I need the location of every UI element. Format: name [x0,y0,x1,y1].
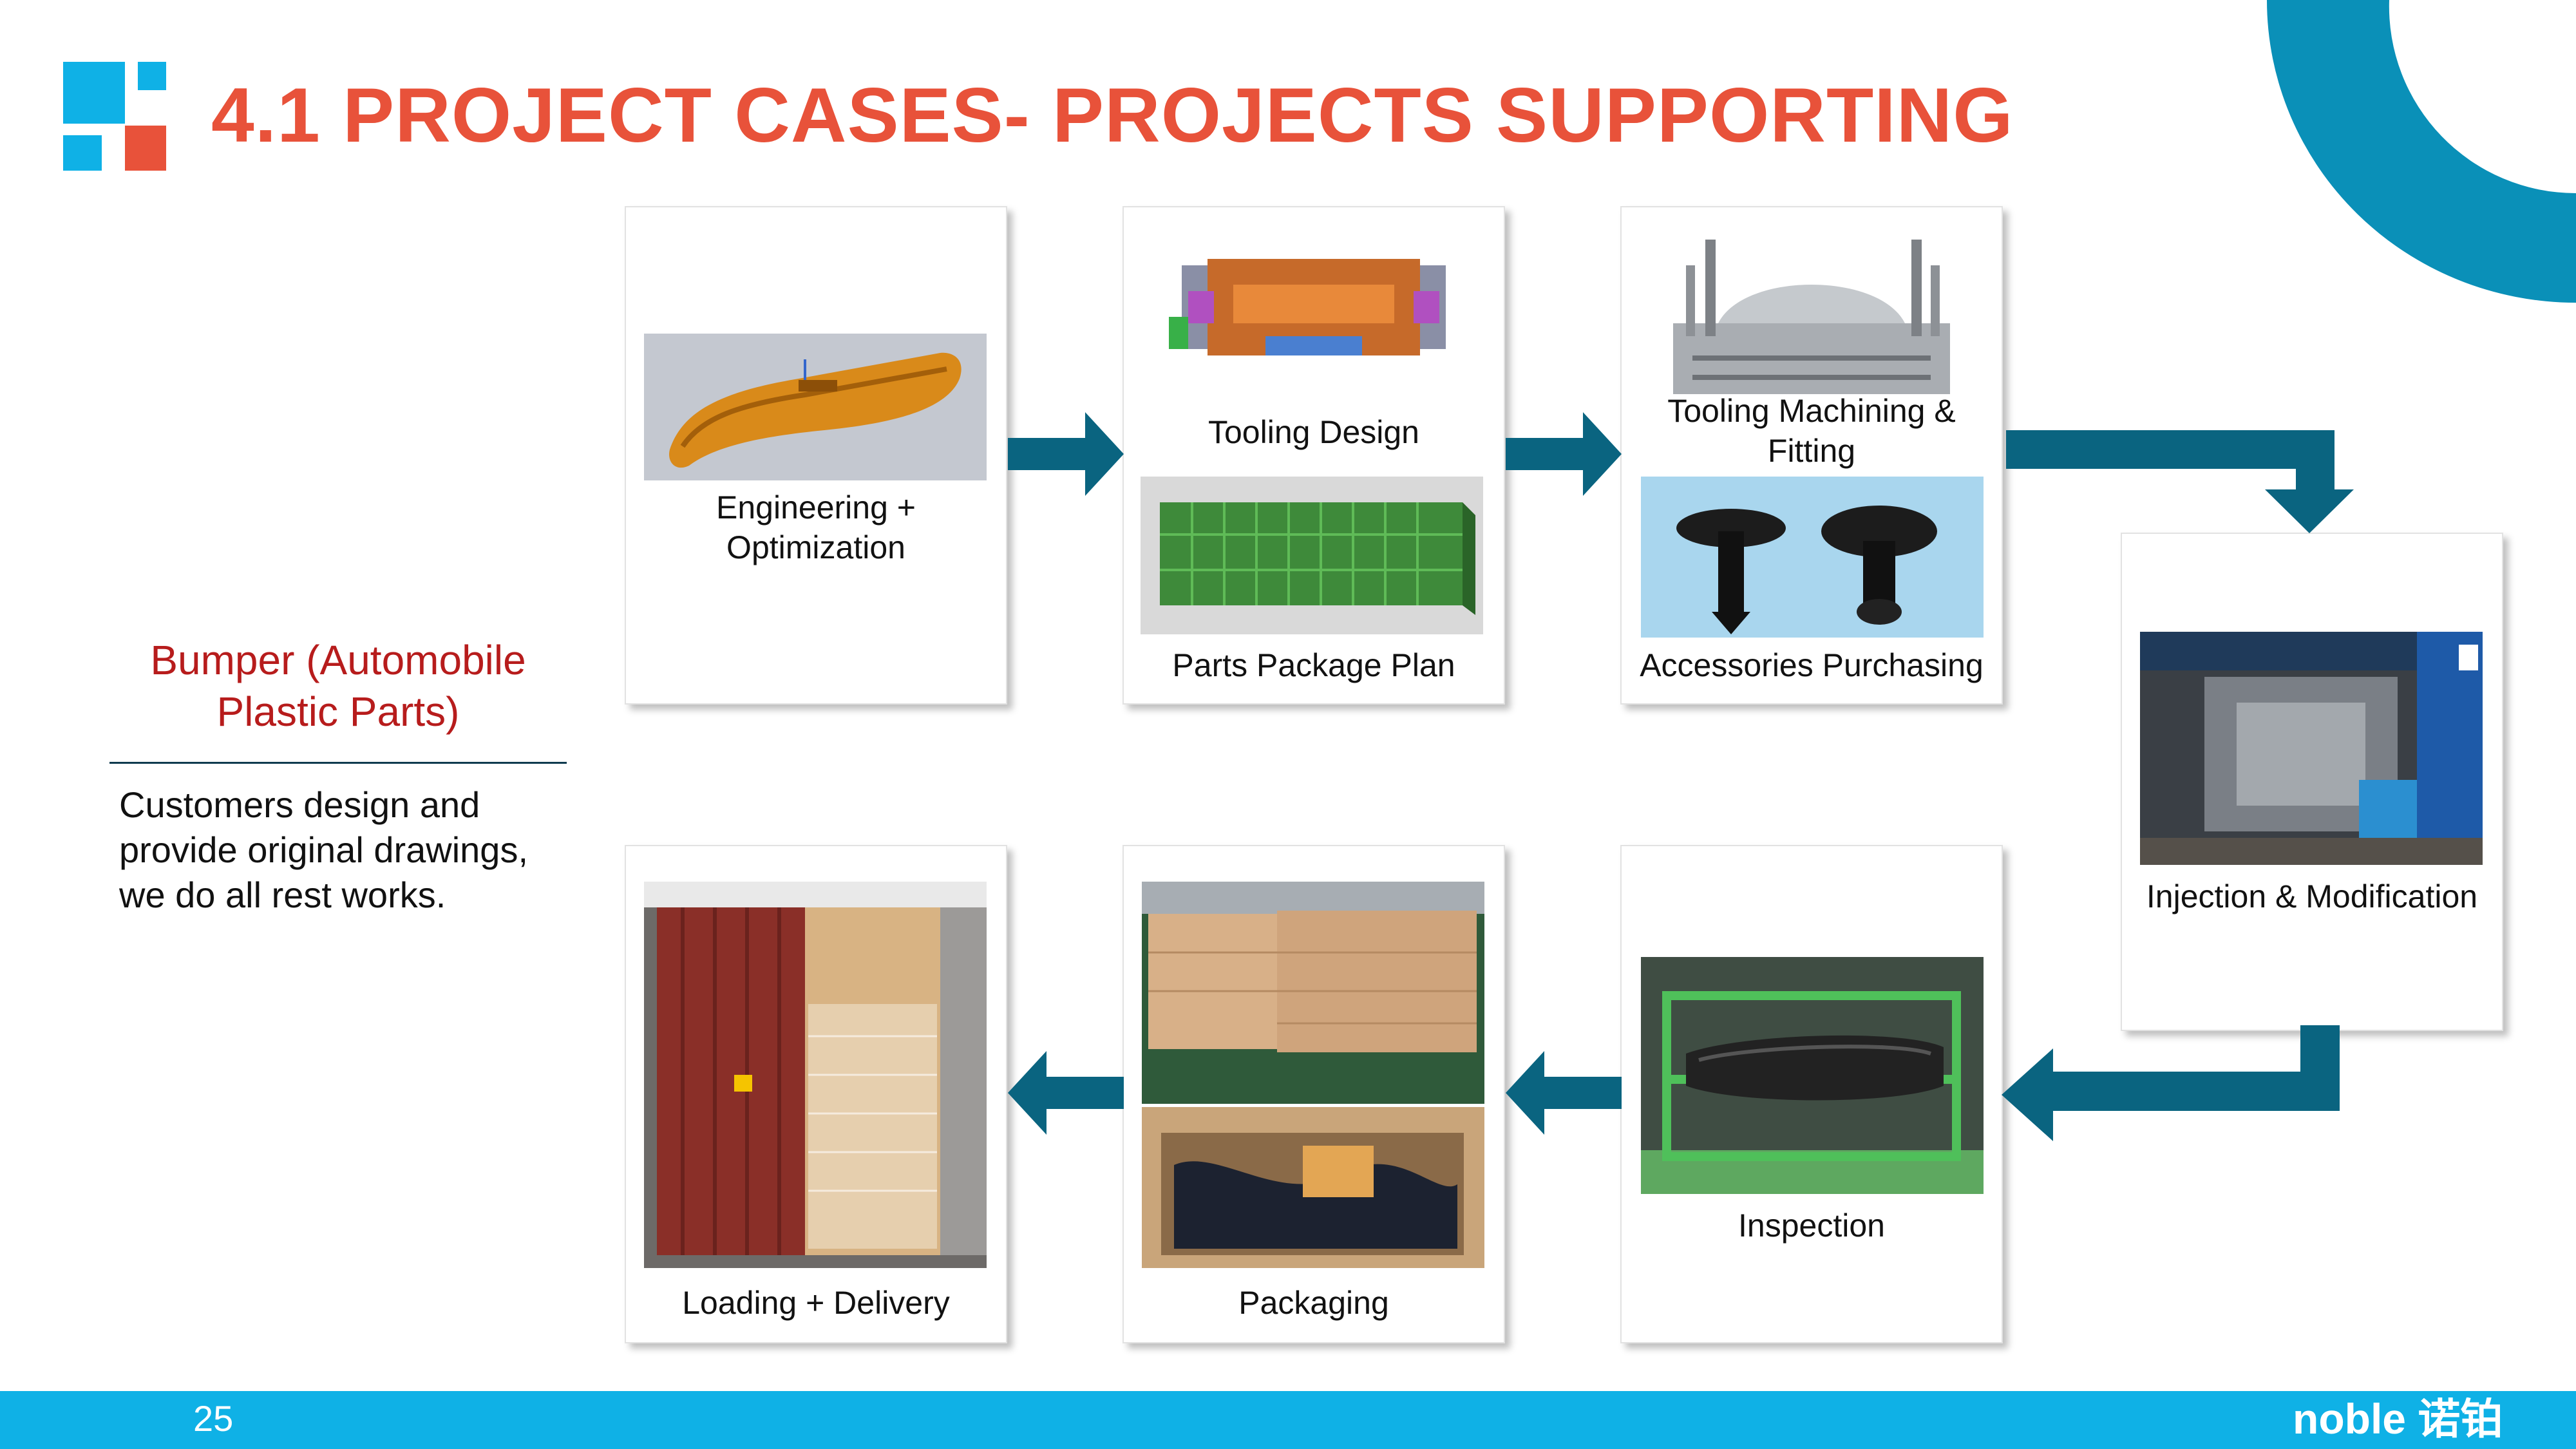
logo-square-4 [125,126,166,171]
container-loading-image [644,882,987,1268]
subject-heading: Bumper (Automobile Plastic Parts) [150,637,526,735]
arrow-left-2 [1008,1051,1124,1135]
caption-tooling-machining: Tooling Machining & Fitting [1667,393,1956,469]
tooling-machining-image [1647,227,1976,401]
divider-line [109,762,567,764]
caption-accessories: Accessories Purchasing [1640,647,1984,683]
accessories-image [1641,477,1984,638]
logo-square-3 [63,135,102,171]
caption-parts-package-plan: Parts Package Plan [1172,647,1455,683]
arrow-left-1 [1506,1051,1622,1135]
footer-bar [0,1391,2576,1449]
card-injection: Injection & Modification [2121,533,2503,1031]
card-tooling-design: Tooling Design Parts Package Plan [1122,206,1505,705]
injection-machine-image [2140,632,2483,865]
caption-injection: Injection & Modification [2146,878,2478,914]
card-loading: Loading + Delivery [625,845,1007,1343]
card-tooling-machining: Tooling Machining & Fitting Accessories … [1620,206,2003,705]
page-title: 4.1 PROJECT CASES- PROJECTS SUPPORTING [211,72,2014,158]
description-text: Customers design and provide original dr… [119,784,529,915]
arrow-right-down [2006,430,2360,533]
packaging-boxes-image [1142,882,1484,1104]
tooling-design-image [1169,240,1459,368]
caption-loading: Loading + Delivery [682,1285,950,1321]
arrow-right-2 [1506,412,1622,496]
caption-packaging: Packaging [1238,1285,1389,1321]
inspection-image [1641,957,1984,1194]
corner-ring-decoration [2267,0,2576,309]
packaging-open-box-image [1142,1107,1484,1268]
card-engineering: Engineering + Optimization [625,206,1007,705]
arrow-down-left [2002,1025,2340,1141]
brand-logo: noble 诺铂 [2293,1395,2524,1443]
brand-logo-text: noble 诺铂 [2293,1397,2503,1443]
logo-square-1 [63,62,125,124]
page-number: 25 [193,1398,234,1439]
caption-tooling-design: Tooling Design [1208,414,1419,450]
logo-square-2 [138,62,166,90]
arrow-right-1 [1008,412,1124,496]
card-inspection: Inspection [1620,845,2003,1343]
parts-package-image [1141,477,1483,634]
card-packaging: Packaging [1122,845,1505,1343]
caption-inspection: Inspection [1738,1208,1885,1244]
caption-engineering: Engineering + Optimization [716,489,916,565]
bumper-cad-image [644,334,987,480]
